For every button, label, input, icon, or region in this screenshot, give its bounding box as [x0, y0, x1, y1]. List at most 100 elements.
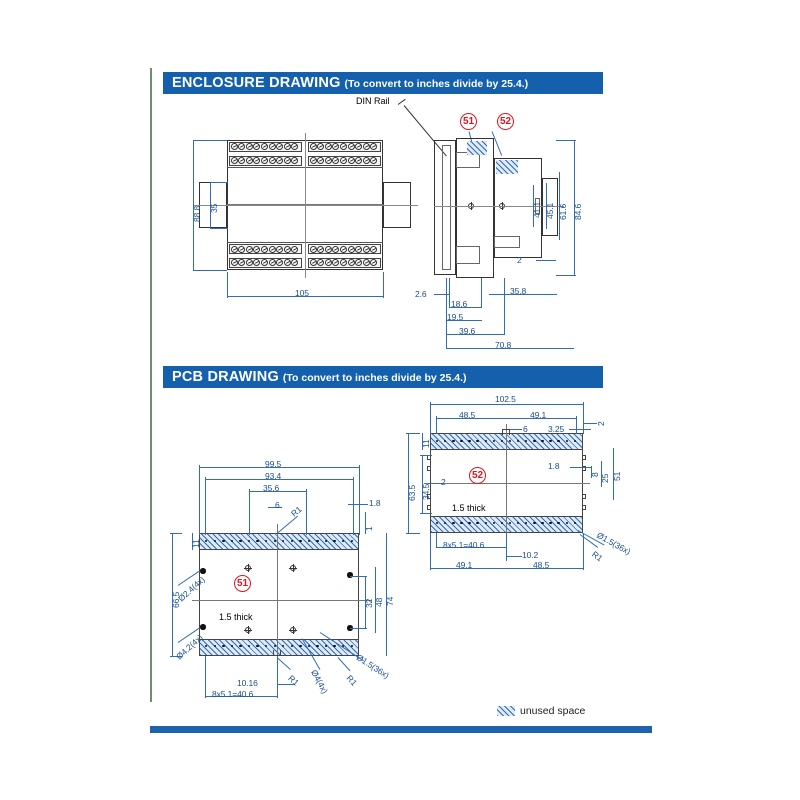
section-header-enclosure: ENCLOSURE DRAWING(To convert to inches d… — [163, 72, 603, 94]
pcb51-hole-o4-2 — [200, 624, 206, 630]
side-housing-tail — [542, 178, 558, 236]
terminal-row — [229, 141, 302, 152]
pcb51-hole-o4 — [289, 626, 297, 634]
pcb51-r1-leader-b — [276, 657, 291, 670]
dim-line — [446, 334, 504, 335]
dim-pcb51-11: 11 — [191, 539, 201, 548]
dim-line — [591, 466, 592, 478]
pcb51-hole-o2-4 — [200, 568, 206, 574]
ext-line — [277, 656, 278, 698]
dim-line — [446, 348, 574, 349]
dim-pcb52-102-5: 102.5 — [495, 394, 516, 404]
pcb52-tab — [582, 455, 586, 460]
dim-line — [430, 568, 506, 569]
side-rail-clip-inner — [442, 145, 451, 270]
pcb51-connector-band-top — [200, 534, 358, 550]
ext-line — [506, 533, 507, 561]
ext-line — [449, 278, 450, 308]
dim-line — [205, 696, 277, 697]
dim-line — [199, 467, 359, 468]
ext-line — [193, 140, 227, 141]
dim-pcb51-o4: Ø4(4x) — [309, 668, 330, 696]
side-housing-body — [494, 158, 542, 258]
ext-line — [430, 402, 431, 434]
dim-pcb51-74: 74 — [385, 596, 395, 606]
dim-line — [506, 418, 576, 419]
side-detail — [494, 236, 520, 248]
dim-side-18-6: 18.6 — [451, 299, 468, 309]
dim-pcb52-34-5: 34.5 — [421, 483, 431, 500]
dim-pcb51-o1-5: Ø1.5(36x) — [354, 652, 391, 681]
pcb51-hole-o4 — [244, 564, 252, 572]
terminal-row — [308, 244, 381, 254]
dim-pcb52-8x51: 8x5.1=40.6 — [443, 540, 485, 550]
dim-pcb52-r1: R1 — [590, 549, 605, 564]
page-frame-left-rule — [150, 68, 152, 702]
ext-line — [430, 533, 431, 570]
ext-line — [353, 477, 354, 535]
dim-side-35-8: 35.8 — [510, 286, 527, 296]
terminal-row — [229, 244, 302, 254]
center-line-horizontal — [193, 205, 418, 206]
dim-pcb51-48: 48 — [374, 597, 384, 607]
callout-52-pcb: 52 — [469, 467, 486, 484]
dim-line — [422, 455, 423, 513]
dim-line — [210, 182, 211, 228]
dim-line — [277, 684, 295, 685]
center-line-vertical — [277, 524, 278, 666]
ext-line — [436, 416, 437, 434]
dim-side-2-6: 2.6 — [415, 289, 427, 299]
dim-pcb51-99-5: 99.5 — [265, 459, 282, 469]
side-housing-front — [456, 138, 494, 278]
ext-line — [383, 272, 384, 298]
dim-line — [506, 556, 522, 557]
dim-line — [570, 467, 592, 468]
ext-line — [481, 278, 482, 308]
dim-line — [249, 491, 306, 492]
terminal-row — [229, 155, 302, 166]
dim-pcb52-10-2: 10.2 — [522, 550, 539, 560]
dim-line — [348, 504, 368, 505]
dim-line — [601, 461, 602, 487]
pcb52-tab — [427, 505, 431, 510]
terminal-row — [308, 155, 381, 166]
ext-line — [583, 402, 584, 434]
dim-side-70-8: 70.8 — [495, 340, 512, 350]
dim-side-61-6: 61.6 — [558, 203, 568, 220]
dim-line — [375, 567, 376, 633]
ext-line — [205, 477, 206, 535]
terminal-row — [229, 257, 302, 268]
section-header-pcb: PCB DRAWING(To convert to inches divide … — [163, 366, 603, 388]
dim-line — [268, 507, 282, 508]
ext-line — [556, 140, 576, 141]
center-line-horizontal — [424, 483, 590, 484]
dim-pcb51-35-6: 35.6 — [263, 483, 280, 493]
dim-pcb52-63-5: 63.5 — [407, 484, 417, 501]
dim-pcb52-2-top: 2 — [596, 421, 606, 426]
ext-line — [170, 656, 182, 657]
pcb51-thickness-label: 1.5 thick — [219, 612, 253, 622]
ext-line — [406, 533, 420, 534]
dim-line — [172, 533, 173, 656]
dim-line — [569, 429, 591, 430]
dim-line — [436, 547, 506, 548]
ext-line — [556, 275, 576, 276]
callout-51-pcb: 51 — [234, 575, 251, 592]
ext-line — [210, 228, 228, 229]
ext-line — [359, 465, 360, 535]
pcb52-notch-top — [502, 429, 510, 435]
dim-pcb51-r1-c: R1 — [344, 673, 360, 688]
dim-line — [449, 307, 481, 308]
dim-line — [559, 172, 560, 240]
ext-line — [420, 455, 432, 456]
pcb51-outline — [199, 533, 359, 656]
ext-line — [199, 465, 200, 535]
ext-line — [576, 416, 577, 434]
dim-line — [192, 533, 193, 550]
section-note-enclosure: (To convert to inches divide by 25.4.) — [344, 78, 529, 90]
dim-pcb51-1-8: 1.8 — [369, 498, 381, 508]
dim-line — [533, 185, 534, 227]
ext-line — [306, 489, 307, 535]
callout-52: 52 — [497, 113, 514, 130]
